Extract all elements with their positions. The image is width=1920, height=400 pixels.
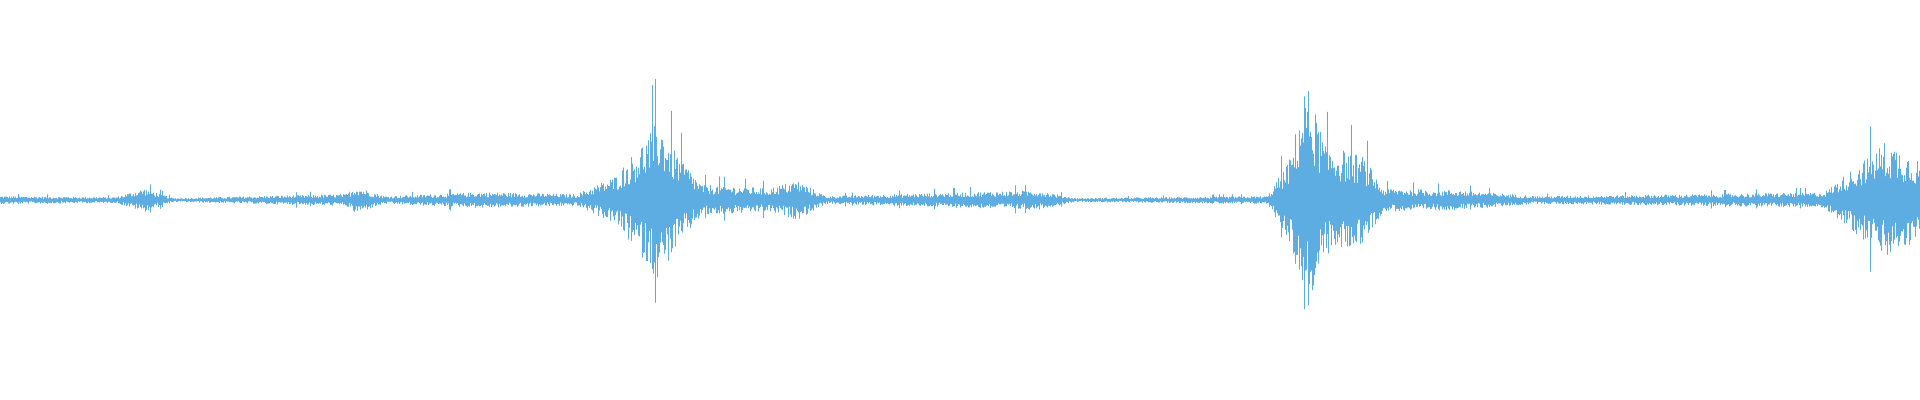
waveform-samples <box>0 79 1920 310</box>
waveform-path <box>0 79 1920 310</box>
